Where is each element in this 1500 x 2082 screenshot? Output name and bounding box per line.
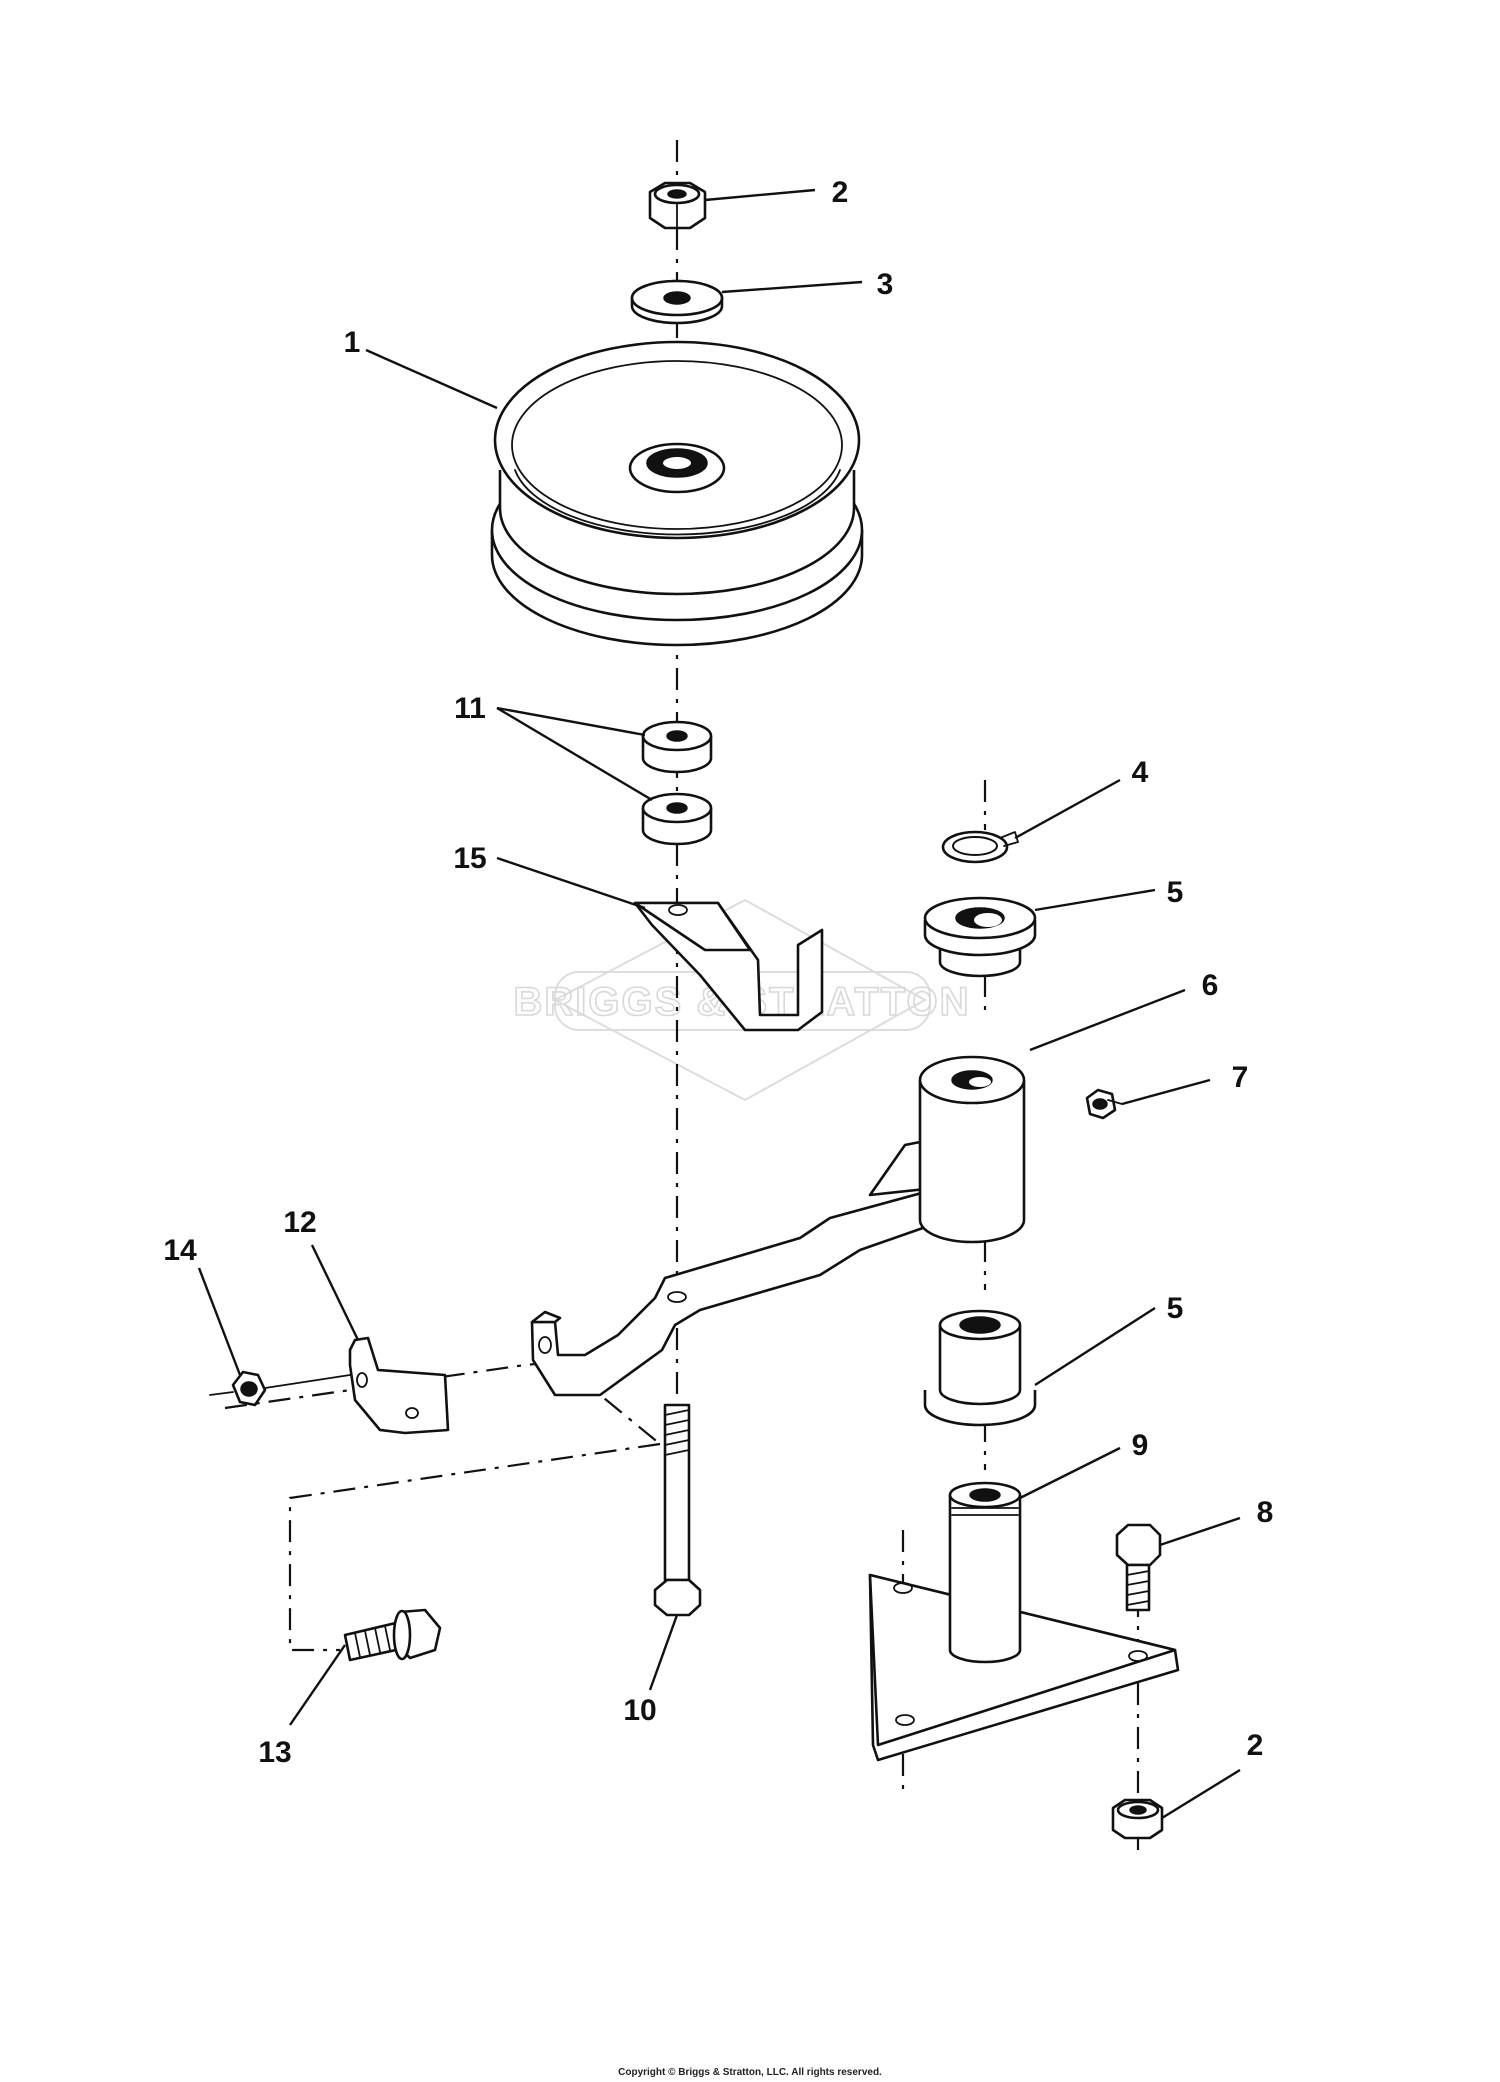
callout-12: 12 xyxy=(283,1206,316,1239)
part-11-spacers xyxy=(641,720,713,846)
callout-4: 4 xyxy=(1132,756,1149,789)
callout-3: 3 xyxy=(877,268,894,301)
callout-9: 9 xyxy=(1132,1429,1149,1462)
callout-5-bottom: 5 xyxy=(1167,1292,1184,1325)
part-1-pulley xyxy=(490,340,864,647)
callout-2-bottom: 2 xyxy=(1247,1729,1264,1762)
part-7-grease-fitting xyxy=(1085,1088,1123,1120)
part-2-top-nut xyxy=(648,181,707,230)
part-8-bolt xyxy=(1115,1523,1162,1612)
part-14-nut xyxy=(209,1370,351,1407)
part-9-base-plate xyxy=(868,1481,1180,1762)
part-5-top-bushing xyxy=(923,896,1037,978)
callout-6: 6 xyxy=(1202,969,1219,1002)
callout-13: 13 xyxy=(258,1736,291,1769)
copyright-notice: Copyright © Briggs & Stratton, LLC. All … xyxy=(618,2067,882,2078)
part-6-idler-arm xyxy=(530,1055,1026,1397)
leader-lines xyxy=(197,188,1241,1820)
callout-10: 10 xyxy=(623,1694,656,1727)
part-2-bottom-nut xyxy=(1111,1798,1164,1840)
callout-2-top: 2 xyxy=(832,176,849,209)
callout-1: 1 xyxy=(344,326,361,359)
part-12-link-bracket xyxy=(348,1336,450,1435)
callout-14: 14 xyxy=(163,1234,197,1267)
part-10-long-bolt xyxy=(653,1403,702,1617)
callout-7: 7 xyxy=(1232,1061,1249,1094)
callout-5-top: 5 xyxy=(1167,876,1184,909)
part-13-shoulder-bolt xyxy=(343,1608,442,1662)
callout-15: 15 xyxy=(453,842,486,875)
part-4-snap-ring xyxy=(941,830,1019,864)
part-15-bracket xyxy=(633,901,824,1032)
part-3-washer xyxy=(630,279,724,325)
callout-8: 8 xyxy=(1257,1496,1274,1529)
part-5-bottom-bushing xyxy=(923,1309,1037,1427)
callout-11: 11 xyxy=(454,692,486,725)
callout-numbers: 2 3 1 11 15 4 5 6 7 5 9 8 2 10 12 14 13 xyxy=(163,176,1273,1769)
